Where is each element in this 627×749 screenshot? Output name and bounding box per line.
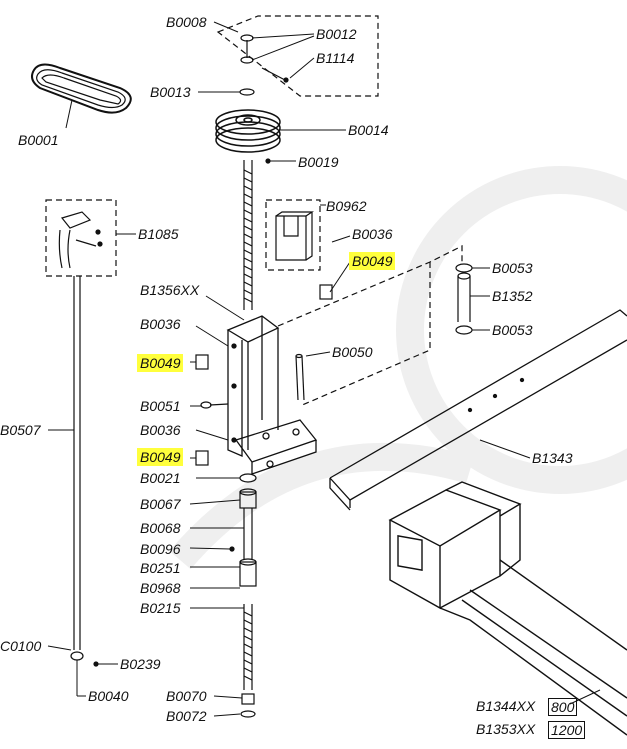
bracket-b1085 (45, 199, 117, 277)
rod-b0507 (70, 276, 99, 667)
label-b0049-mid: B0049 (137, 354, 184, 372)
label-b0014: B0014 (348, 122, 389, 138)
label-b0036-low: B0036 (140, 422, 181, 438)
label-c0100: C0100 (0, 638, 42, 654)
label-b1085: B1085 (138, 226, 179, 242)
pin-b0019 (265, 158, 271, 164)
label-b0070: B0070 (166, 688, 207, 704)
label-b0050: B0050 (332, 344, 373, 360)
leader-lines (47, 21, 601, 717)
label-b0049-low: B0049 (137, 448, 184, 466)
label-size-800: 800 (548, 698, 578, 716)
label-b1352: B1352 (492, 288, 533, 304)
label-b0013: B0013 (150, 84, 191, 100)
label-b0012: B0012 (316, 26, 357, 42)
label-size-1200: 1200 (548, 721, 586, 739)
washer-b0013 (239, 88, 255, 96)
label-b0068: B0068 (140, 520, 181, 536)
bolt-b0051 (200, 401, 229, 409)
label-b0021: B0021 (140, 470, 181, 486)
label-b1344xx: B1344XX (476, 698, 536, 714)
label-b0096: B0096 (140, 541, 181, 557)
label-b0072: B0072 (166, 708, 207, 724)
label-b0239: B0239 (120, 656, 161, 672)
nut-b0049-low (195, 450, 209, 466)
bracket-b1356xx (226, 315, 318, 475)
label-b0019: B0019 (298, 154, 339, 170)
spacer-b1352 (455, 263, 473, 335)
label-b0040: B0040 (88, 688, 129, 704)
crossbar-b1343 (329, 309, 627, 511)
label-b0968: B0968 (140, 580, 181, 596)
nut-b0049-top (319, 284, 333, 300)
label-b1114: B1114 (316, 50, 355, 66)
watermark-logo (169, 166, 627, 570)
label-b0962: B0962 (326, 198, 367, 214)
pulley-b0014 (215, 109, 281, 153)
nut-b0049-mid (195, 354, 209, 370)
label-b0051: B0051 (140, 398, 181, 414)
label-b0507: B0507 (0, 422, 41, 438)
label-b0001: B0001 (18, 132, 59, 148)
label-b0036-top: B0036 (352, 226, 393, 242)
pin-b0050 (295, 353, 305, 401)
label-b0067: B0067 (140, 496, 181, 512)
label-b0053-top: B0053 (492, 260, 533, 276)
clip-b0962 (265, 199, 321, 271)
label-b0049-top: B0049 (349, 252, 396, 270)
label-b0251: B0251 (140, 560, 181, 576)
dashed-link (277, 245, 463, 407)
label-b0053-bottom: B0053 (492, 322, 533, 338)
label-b0215: B0215 (140, 600, 181, 616)
belt-b0001 (31, 63, 132, 114)
lower-shaft-stack (229, 473, 257, 718)
tube-b1344xx (388, 481, 627, 736)
threaded-shaft (243, 160, 253, 310)
label-b0036-mid: B0036 (140, 316, 181, 332)
label-b0008: B0008 (166, 14, 207, 30)
label-b1343: B1343 (532, 450, 573, 466)
label-b1356xx: B1356XX (140, 282, 200, 298)
label-b1353xx: B1353XX (476, 721, 536, 737)
